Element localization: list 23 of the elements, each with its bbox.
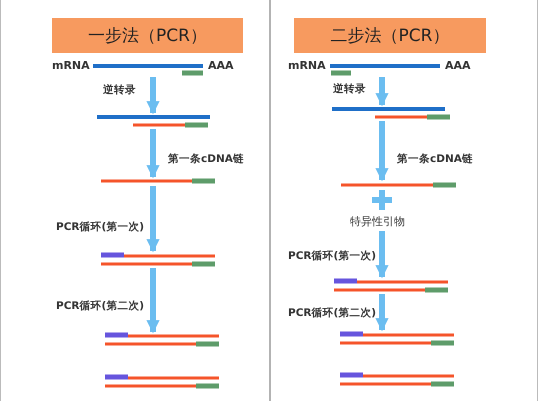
arrow (146, 77, 160, 114)
arrow (375, 77, 389, 106)
edge-label: PCR循环(第二次) (56, 300, 144, 312)
arrow (375, 294, 389, 332)
method-header: 一步法（PCR） (52, 18, 243, 53)
method-header: 二步法（PCR） (294, 18, 486, 53)
strand-end-label: mRNA (288, 60, 326, 72)
strand-end-label: AAA (208, 60, 234, 72)
arrow (146, 129, 160, 178)
edge-label: 逆转录 (333, 83, 366, 95)
primer-note: 特异性引物 (350, 216, 405, 228)
arrow (146, 186, 160, 252)
arrow (146, 268, 160, 334)
edge-label: PCR循环(第二次) (288, 307, 376, 319)
strand-end-label: mRNA (52, 60, 90, 72)
edge-label: 第一条cDNA链 (397, 153, 473, 165)
edge-label: 逆转录 (103, 84, 136, 96)
edge-label: PCR循环(第一次) (288, 250, 376, 262)
edge-label: 第一条cDNA链 (168, 153, 244, 165)
edge-label: PCR循环(第一次) (56, 221, 144, 233)
arrow (375, 121, 389, 182)
arrow (375, 231, 389, 278)
strand-end-label: AAA (445, 60, 471, 72)
